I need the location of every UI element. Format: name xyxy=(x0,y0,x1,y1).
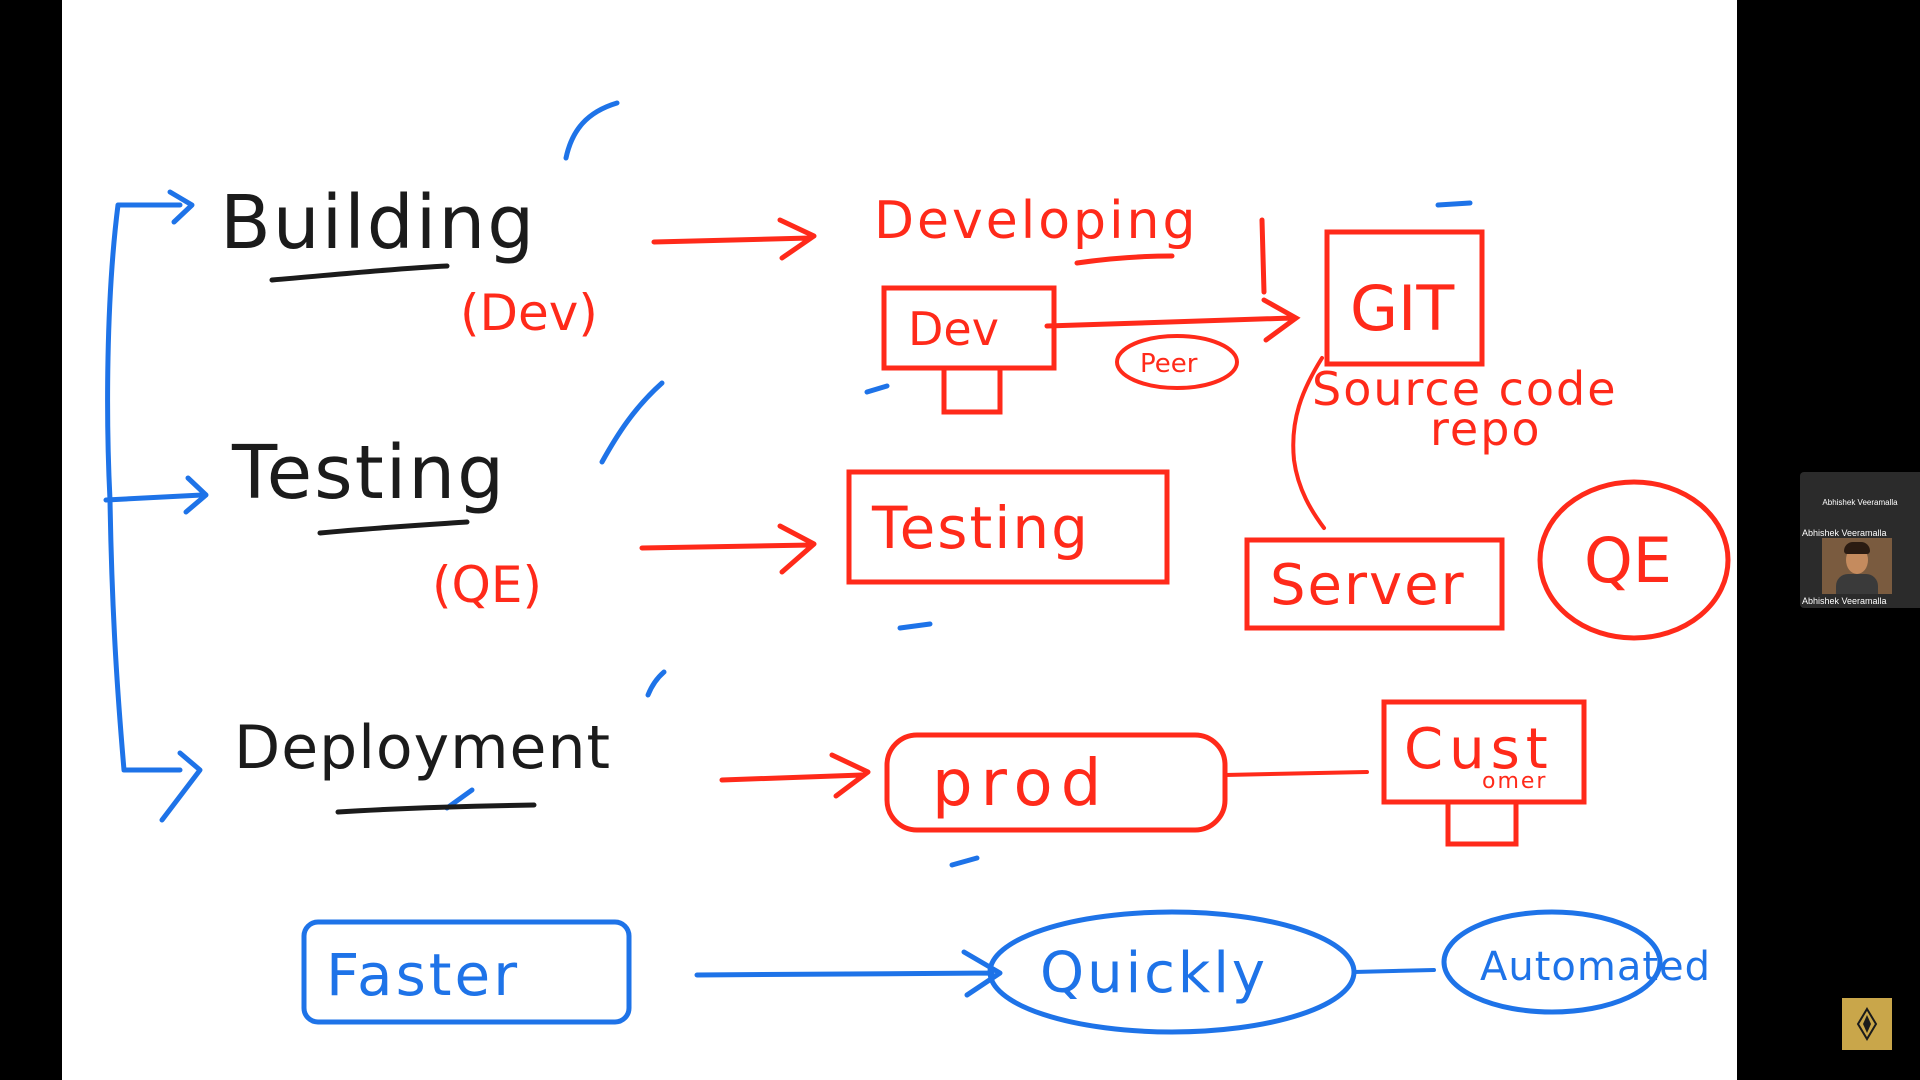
stray-marks xyxy=(864,200,1473,868)
automated-oval-label: Automated xyxy=(1480,944,1711,990)
peer-label: Peer xyxy=(1140,349,1198,379)
customer-label-1: Cust xyxy=(1404,717,1554,782)
git-to-server-line xyxy=(1291,356,1326,530)
quickly-oval-label: Quickly xyxy=(1040,941,1268,1006)
server-box xyxy=(1244,537,1505,631)
participant-name-top: Abhishek Veeramalla xyxy=(1822,498,1898,507)
customer-label-2: omer xyxy=(1482,769,1547,794)
customer-monitor xyxy=(1381,699,1587,847)
underline-deployment xyxy=(335,802,537,815)
testing-box xyxy=(846,469,1170,585)
qe-circle-label: QE xyxy=(1584,524,1672,597)
faster-box xyxy=(301,919,632,1025)
underline-testing xyxy=(317,519,470,536)
quickly-to-automated-line xyxy=(1352,968,1436,974)
compass-logo-icon xyxy=(1856,1007,1878,1041)
stage-building: Building xyxy=(220,180,536,266)
repo-label: repo xyxy=(1430,402,1542,456)
dev-box-label: Dev xyxy=(908,302,999,356)
testing-box-label: Testing xyxy=(871,494,1090,562)
participant-name-mid: Abhishek Veeramalla xyxy=(1802,528,1887,538)
lifecycle-bracket xyxy=(103,100,667,823)
participant-video xyxy=(1822,538,1892,594)
dev-to-git-arrow xyxy=(1044,217,1301,343)
stage-arrows xyxy=(639,217,871,799)
source-code-label: Source code xyxy=(1312,362,1618,416)
server-box-label: Server xyxy=(1270,553,1466,618)
underline-developing xyxy=(1074,253,1175,266)
git-box xyxy=(1324,229,1485,367)
stage-deployment: Deployment xyxy=(234,713,611,783)
participant-name-bottom: Abhishek Veeramalla xyxy=(1802,596,1887,606)
prod-box-label: prod xyxy=(932,747,1109,821)
faster-to-quickly-arrow xyxy=(694,949,1003,998)
underline-building xyxy=(269,263,450,283)
peer-oval xyxy=(1115,334,1239,390)
prod-box xyxy=(884,732,1228,833)
qe-circle xyxy=(1537,479,1731,641)
git-label: GIT xyxy=(1350,272,1455,345)
whiteboard-drawing: Building Testing Deployment (Dev) (QE) D… xyxy=(103,100,1731,1035)
participant-video-tile[interactable]: Abhishek Veeramalla Abhishek Veeramalla … xyxy=(1800,472,1920,608)
brand-logo-badge[interactable] xyxy=(1842,998,1892,1050)
role-qe: (QE) xyxy=(432,556,542,614)
faster-box-label: Faster xyxy=(326,941,520,1009)
video-person-hair xyxy=(1844,542,1870,554)
role-dev: (Dev) xyxy=(460,284,598,342)
stage-testing: Testing xyxy=(231,430,506,516)
label-developing: Developing xyxy=(874,191,1198,251)
video-person-shirt xyxy=(1836,574,1878,594)
whiteboard-canvas[interactable]: Building Testing Deployment (Dev) (QE) D… xyxy=(62,0,1737,1080)
automated-oval xyxy=(1441,909,1663,1015)
prod-to-customer-line xyxy=(1223,770,1369,777)
